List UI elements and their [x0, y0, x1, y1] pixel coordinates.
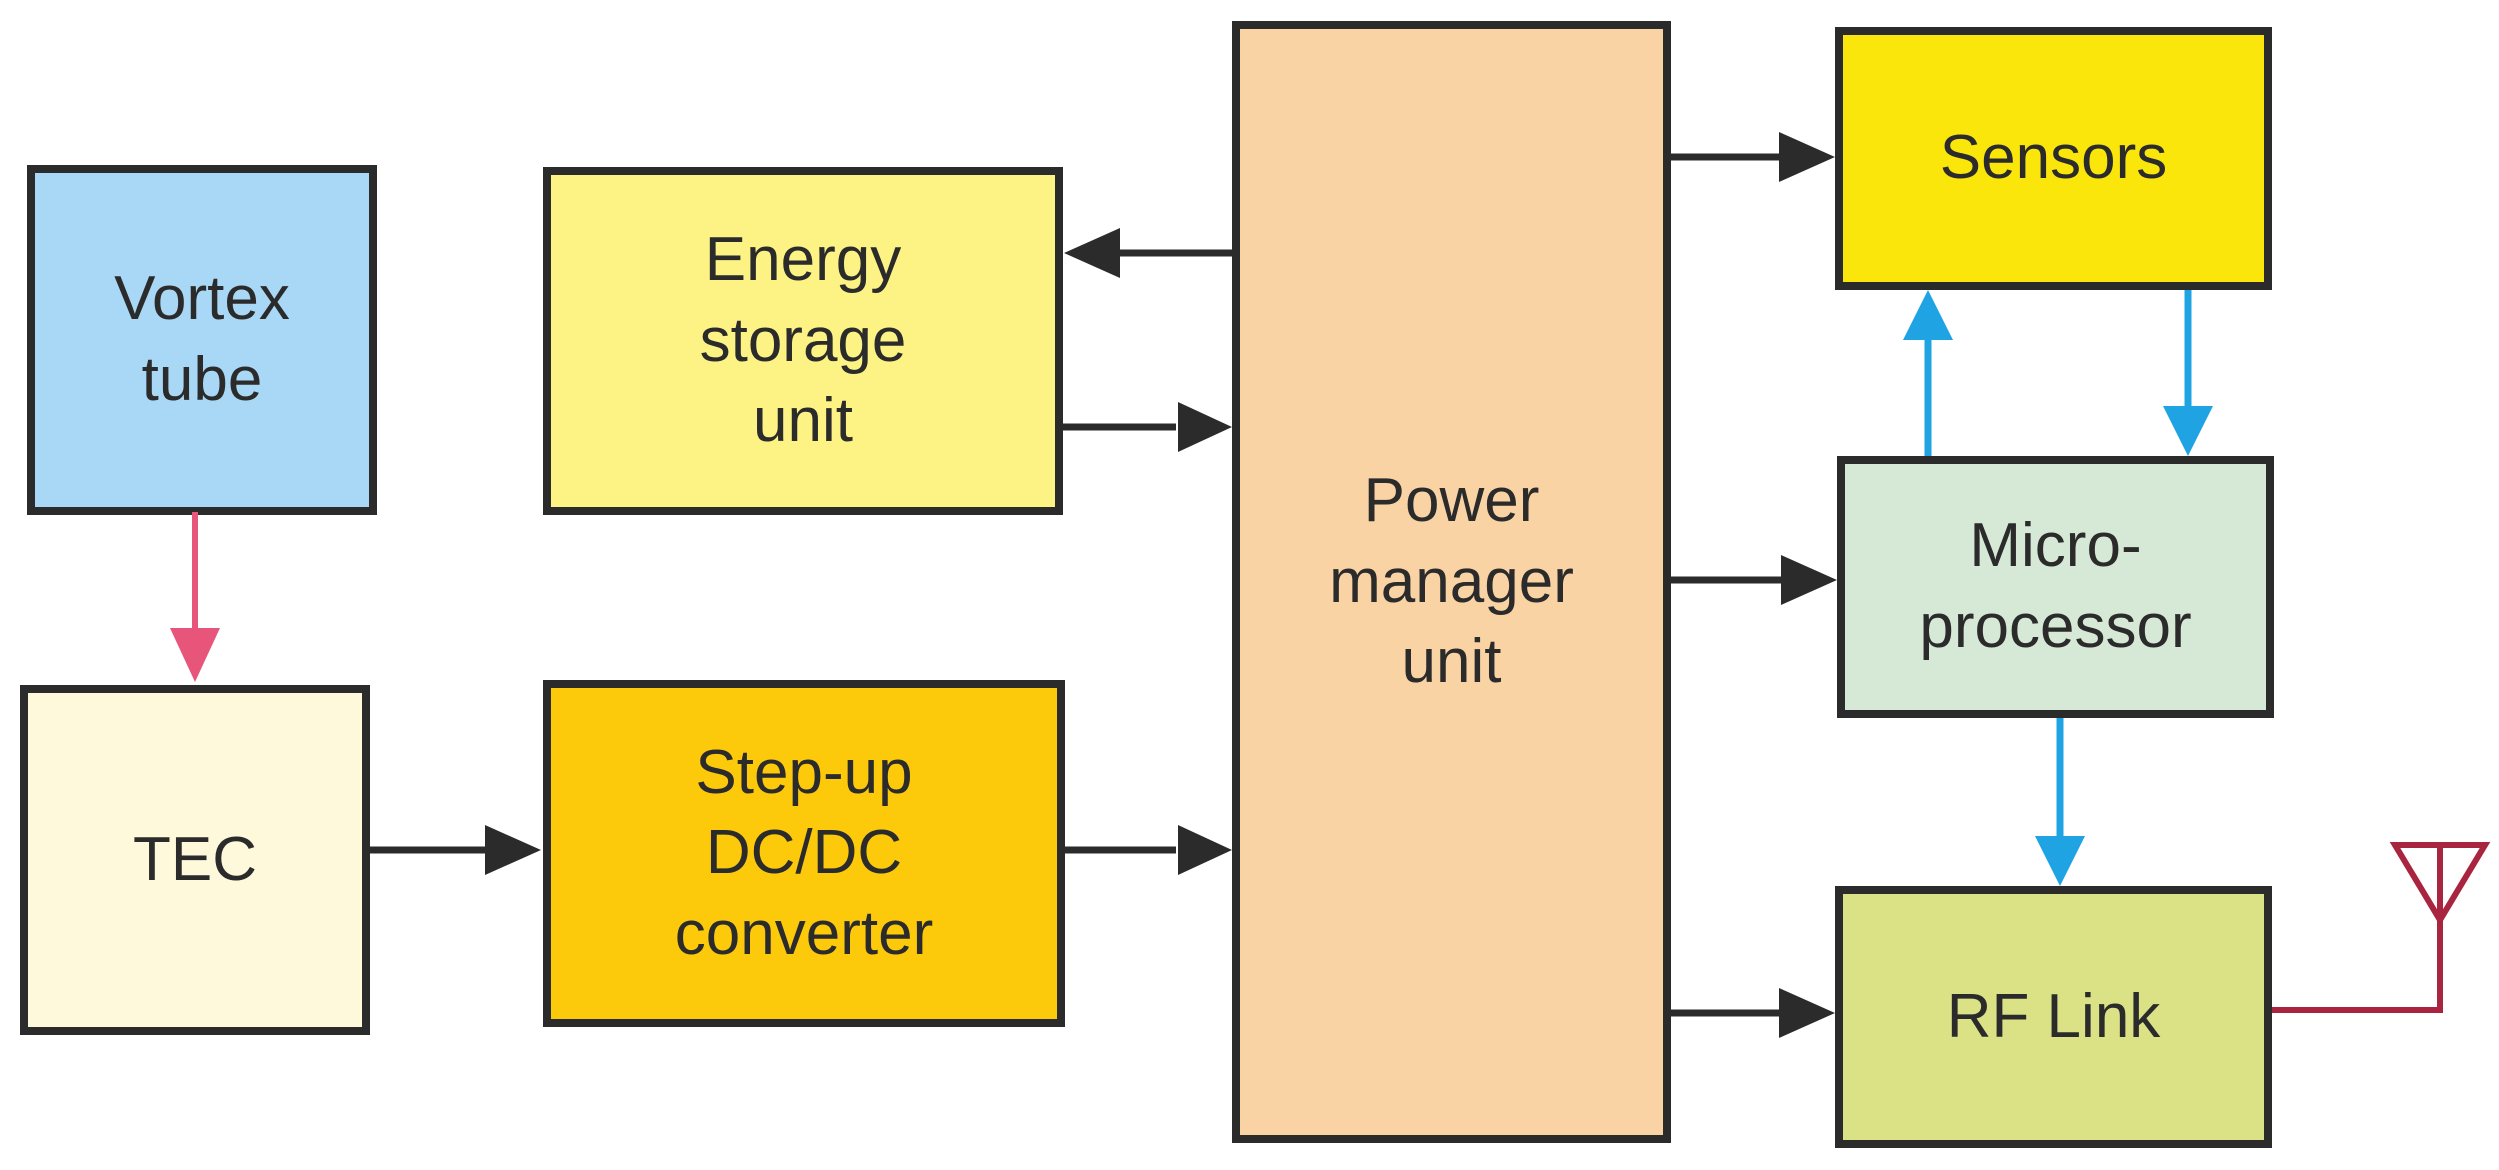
step-up-converter-block: Step-up DC/DC converter — [543, 680, 1065, 1027]
arrow-tec-to-stepup — [370, 825, 541, 875]
vortex-tube-block: Vortex tube — [27, 165, 377, 515]
arrow-sensors-to-microprocessor — [2163, 290, 2213, 456]
arrow-power-to-energy — [1064, 228, 1232, 278]
arrow-microprocessor-to-rflink — [2035, 718, 2085, 886]
arrow-power-to-rflink — [1671, 988, 1835, 1038]
energy-storage-block: Energy storage unit — [543, 167, 1063, 515]
arrow-energy-to-power — [1063, 402, 1232, 452]
rf-link-block: RF Link — [1835, 886, 2272, 1148]
arrow-stepup-to-power — [1065, 825, 1232, 875]
microprocessor-block: Micro- processor — [1837, 456, 2274, 718]
tec-block: TEC — [20, 685, 370, 1035]
arrow-power-to-microprocessor — [1671, 555, 1837, 605]
arrow-microprocessor-to-sensors — [1903, 290, 1953, 456]
antenna-icon — [2272, 842, 2491, 1013]
arrow-power-to-sensors — [1671, 132, 1835, 182]
power-manager-block: Power manager unit — [1232, 21, 1671, 1143]
arrow-vortex-to-tec — [170, 512, 220, 682]
sensors-block: Sensors — [1835, 27, 2272, 290]
